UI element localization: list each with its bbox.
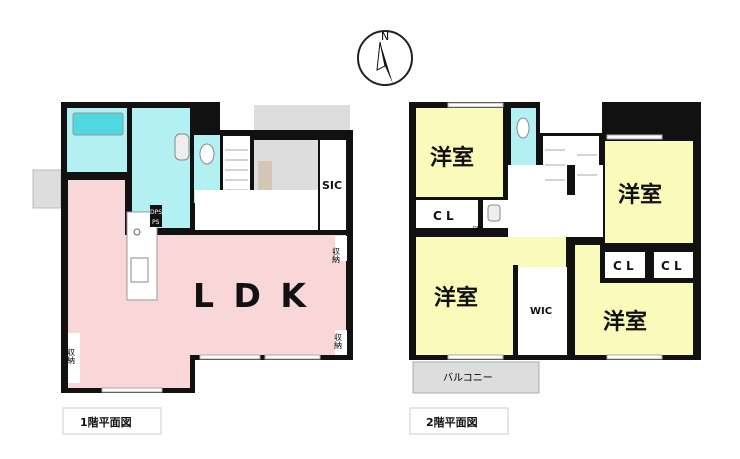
sic-label: SIC — [322, 179, 342, 192]
floor2-caption: 2階平面図 — [426, 415, 478, 429]
washbasin-icon — [487, 204, 501, 222]
storage-2 — [335, 330, 347, 355]
wic-label: WIC — [530, 306, 552, 317]
storage-2-label: 収納 — [334, 332, 343, 350]
compass-label: N — [381, 30, 389, 43]
compass-ring — [357, 30, 413, 86]
floor2-plan: バルコニー 洋室 C L DPS 洋室 洋室 WIC 洋室 C L C L — [409, 100, 701, 435]
room-western-1 — [416, 108, 503, 197]
room-ldk — [68, 180, 346, 388]
sink-icon — [174, 133, 190, 161]
closet-3 — [654, 252, 693, 278]
balcony-label: バルコニー — [443, 372, 493, 384]
floor1-caption: 1階平面図 — [80, 415, 132, 429]
ldk-label: L D K — [193, 276, 310, 315]
floor1-plan: SIC DPS PS 収納 収納 収納 L D K 1階平面図 — [32, 100, 355, 435]
side-entrance-tile — [32, 169, 62, 209]
room-western-4 — [575, 245, 693, 355]
room-western-3 — [416, 237, 513, 355]
storage-1-label: 収納 — [332, 246, 341, 264]
kitchen-sink-icon — [130, 257, 149, 283]
floor2-caption-box — [409, 407, 509, 435]
room-sic — [320, 140, 346, 230]
compass: N — [357, 30, 413, 86]
toilet-icon — [199, 143, 215, 165]
storage-3 — [68, 333, 80, 383]
dps-label: DPS — [150, 209, 162, 216]
dps-2f-label: DPS — [473, 226, 483, 232]
storage-3-label: 収納 — [67, 347, 76, 365]
walk-in-closet — [518, 267, 567, 355]
step-board — [258, 161, 272, 196]
storage-1 — [335, 236, 347, 261]
closet-1 — [416, 200, 478, 228]
closet-2-label: C L — [613, 259, 634, 273]
western-1-label: 洋室 — [430, 145, 474, 171]
north-arrow-icon — [380, 42, 393, 84]
toilet-2f-icon — [516, 117, 530, 139]
floor1-caption-box — [62, 407, 162, 435]
closet-3-label: C L — [661, 259, 682, 273]
bathtub-icon — [72, 112, 124, 136]
room-western-2 — [605, 141, 693, 243]
north-arrow-outline-icon — [376, 41, 386, 71]
western-3-label: 洋室 — [434, 285, 478, 311]
stove-icon — [133, 228, 141, 236]
closet-1-label: C L — [433, 209, 454, 223]
ps-label: PS — [152, 219, 160, 226]
western-2-label: 洋室 — [618, 182, 662, 208]
balcony — [412, 361, 540, 394]
western-4-label: 洋室 — [603, 309, 647, 335]
closet-2 — [605, 252, 645, 278]
hall — [195, 190, 318, 230]
